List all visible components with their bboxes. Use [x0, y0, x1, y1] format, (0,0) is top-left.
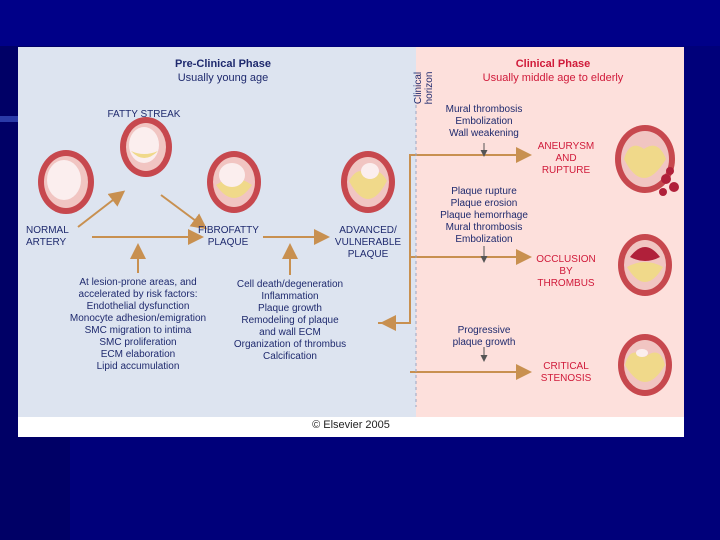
normal-artery-label: NORMAL ARTERY [26, 225, 86, 249]
thrombus-label: OCCLUSION BY THROMBUS [526, 254, 606, 290]
cause-item: Embolization [455, 116, 513, 127]
advanced-plaque-artery-icon [341, 151, 395, 213]
normal-artery-line-2: ARTERY [26, 237, 67, 248]
risk-factors-intro-1: At lesion-prone areas, and [79, 277, 197, 288]
stenosis-artery-icon [618, 334, 672, 396]
cause-item: Plaque rupture [451, 186, 517, 197]
stenosis-line-2: STENOSIS [540, 373, 592, 384]
diagram-graphics [38, 105, 679, 407]
aneurysm-label: ANEURYSM AND RUPTURE [526, 141, 606, 177]
slide-accent-stripe [0, 116, 26, 122]
fibrofatty-line-1: FIBROFATTY [198, 225, 259, 236]
aneurysm-line-2: AND [555, 153, 577, 164]
aneurysm-artery-icon [615, 125, 679, 196]
risk-factor-item: Monocyte adhesion/emigration [69, 313, 207, 324]
clinical-title: Clinical Phase [515, 58, 591, 70]
thrombus-artery-icon [618, 234, 672, 296]
cause-item: Progressive [457, 325, 511, 336]
cause-item: Mural thrombosis [445, 104, 523, 115]
pre-clinical-panel [18, 47, 416, 417]
progression-factor-item: Remodeling of plaque [241, 315, 339, 326]
progression-factor-item: Organization of thrombus [233, 339, 347, 350]
thrombus-line-3: THROMBUS [537, 278, 595, 289]
stenosis-label: CRITICAL STENOSIS [526, 361, 606, 385]
risk-factor-item: Endothelial dysfunction [86, 301, 190, 312]
cause-item: Mural thrombosis [445, 222, 523, 233]
risk-factors-list: At lesion-prone areas, and accelerated b… [58, 277, 218, 373]
cause-item: Embolization [455, 234, 513, 245]
pre-clinical-title: Pre-Clinical Phase [175, 58, 271, 70]
advanced-label: ADVANCED/ VULNERABLE PLAQUE [328, 225, 408, 261]
progression-factor-item: and wall ECM [259, 327, 321, 338]
risk-factor-item: SMC proliferation [99, 337, 177, 348]
aneurysm-line-1: ANEURYSM [537, 141, 595, 152]
stenosis-causes: Progressive plaque growth [432, 325, 536, 349]
thrombus-causes: Plaque rupture Plaque erosion Plaque hem… [432, 186, 536, 246]
advanced-line-1: ADVANCED/ [339, 225, 397, 236]
aneurysm-line-3: RUPTURE [541, 165, 591, 176]
atherosclerosis-figure: Pre-Clinical Phase Usually young age Cli… [18, 47, 684, 437]
aneurysm-causes: Mural thrombosis Embolization Wall weake… [432, 104, 536, 140]
figure-footer [18, 417, 684, 437]
risk-factor-item: SMC migration to intima [84, 325, 192, 336]
advanced-line-3: PLAQUE [347, 249, 389, 260]
cause-item: plaque growth [452, 337, 516, 348]
clinical-horizon-line-1: Clinical [413, 71, 424, 105]
copyright-notice: © Elsevier 2005 [312, 419, 390, 431]
progression-factor-item: Calcification [263, 351, 317, 362]
progression-factors-list: Cell death/degeneration Inflammation Pla… [224, 279, 356, 363]
fatty-streak-artery-icon [120, 117, 172, 177]
slide-top-band [0, 0, 720, 46]
flow-arrows [77, 147, 532, 380]
risk-factors-intro-2: accelerated by risk factors: [78, 289, 198, 300]
stenosis-line-1: CRITICAL [543, 361, 589, 372]
fatty-streak-label: FATTY STREAK [107, 109, 181, 120]
progression-factor-item: Cell death/degeneration [236, 279, 344, 290]
risk-factor-item: ECM elaboration [100, 349, 176, 360]
cause-item: Plaque hemorrhage [440, 210, 528, 221]
fibrofatty-line-2: PLAQUE [207, 237, 249, 248]
normal-artery-line-1: NORMAL [26, 225, 69, 236]
pre-clinical-subtitle: Usually young age [177, 72, 269, 84]
progression-factor-item: Inflammation [261, 291, 319, 302]
thrombus-line-2: BY [559, 266, 573, 277]
cause-item: Wall weakening [449, 128, 519, 139]
fibrofatty-label: FIBROFATTY PLAQUE [198, 225, 259, 249]
advanced-line-2: VULNERABLE [334, 237, 402, 248]
clinical-subtitle: Usually middle age to elderly [482, 72, 624, 84]
normal-artery-icon [38, 150, 94, 214]
progression-factor-item: Plaque growth [258, 303, 322, 314]
thrombus-line-1: OCCLUSION [536, 254, 596, 265]
risk-factor-item: Lipid accumulation [96, 361, 180, 372]
fibrofatty-plaque-artery-icon [207, 151, 261, 213]
cause-item: Plaque erosion [450, 198, 518, 209]
